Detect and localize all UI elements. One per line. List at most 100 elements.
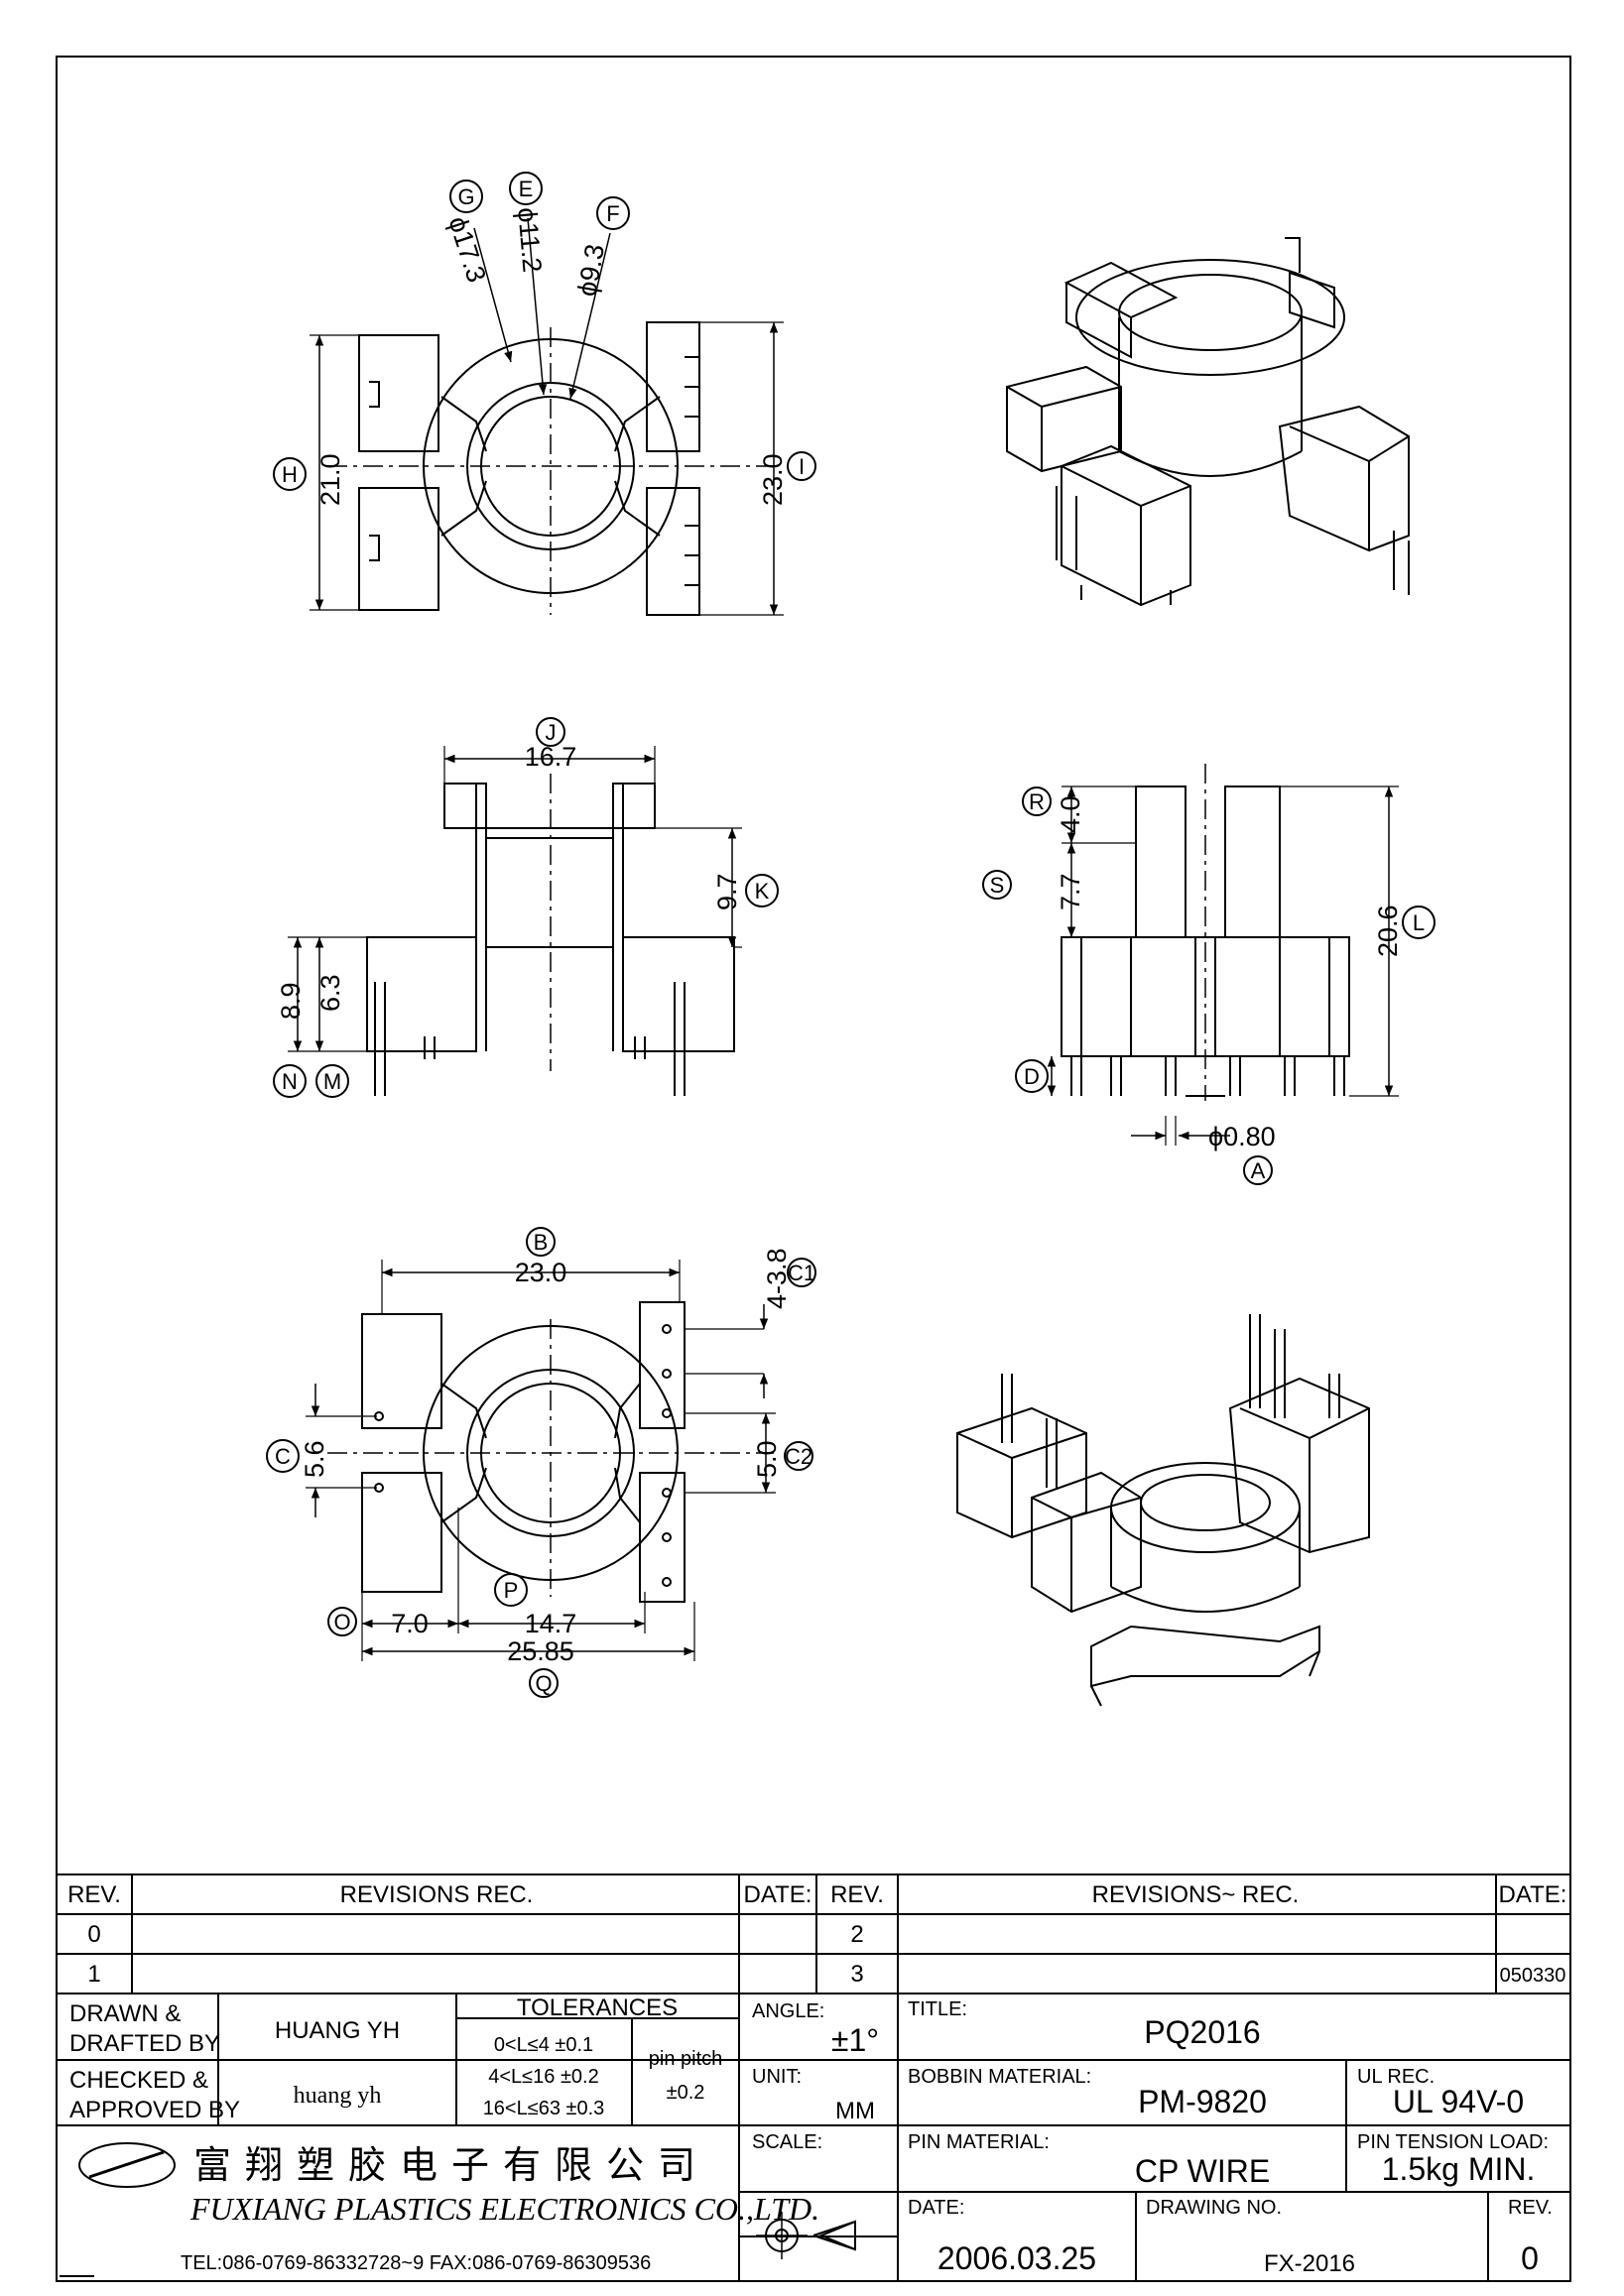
revision-date-row-3: 050330 bbox=[1500, 1965, 1566, 1987]
dim-g: ϕ17.3 bbox=[442, 213, 491, 287]
dim-q: 25.85 bbox=[507, 1636, 574, 1666]
dim-c1: 4-3.8 bbox=[762, 1248, 792, 1309]
label-s: S bbox=[990, 873, 1005, 898]
rev-label: REV. bbox=[1508, 2197, 1553, 2219]
drawn-label-line1: DRAWN & bbox=[69, 2000, 181, 2027]
company-contact: TEL:086-0769-86332728~9 FAX:086-0769-863… bbox=[181, 2252, 651, 2274]
dim-e: ϕ11.2 bbox=[512, 206, 548, 274]
dim-b: 23.0 bbox=[515, 1258, 567, 1287]
tolerance-3: 16<L≤63 ±0.3 bbox=[483, 2098, 605, 2119]
ul-rec-label: UL REC. bbox=[1357, 2066, 1435, 2088]
label-h: H bbox=[282, 462, 298, 487]
dim-n: 8.9 bbox=[276, 982, 306, 1020]
bobbin-material-label: BOBBIN MATERIAL: bbox=[908, 2066, 1091, 2088]
isometric-view-bottom bbox=[956, 1314, 1370, 1707]
label-k: K bbox=[755, 879, 770, 904]
dim-l: 20.6 bbox=[1373, 905, 1403, 957]
scale-label: SCALE: bbox=[752, 2131, 822, 2153]
pin-pitch-value: ±0.2 bbox=[667, 2082, 705, 2104]
label-q: Q bbox=[535, 1671, 552, 1696]
label-n: N bbox=[282, 1069, 298, 1094]
pin-material-value: CP WIRE bbox=[1135, 2153, 1270, 2189]
ul-rec-value: UL 94V-0 bbox=[1393, 2084, 1524, 2119]
sheet-frame bbox=[56, 56, 1571, 2282]
company-name-chinese: 富翔塑胶电子有限公司 bbox=[193, 2143, 709, 2187]
pin-material-label: PIN MATERIAL: bbox=[908, 2131, 1050, 2153]
rev-value: 0 bbox=[1521, 2240, 1539, 2276]
dim-p: 14.7 bbox=[525, 1609, 577, 1638]
bottom-view-labels: B 23.0 C1 4-3.8 C 5.6 C2 5.0 P O 7.0 14.… bbox=[275, 1230, 815, 1696]
rev-header-right: REV. bbox=[830, 1881, 884, 1908]
isometric-view-top bbox=[1006, 237, 1410, 607]
title-block bbox=[56, 1993, 1571, 2282]
pin-tension-label: PIN TENSION LOAD: bbox=[1357, 2131, 1549, 2153]
label-r: R bbox=[1029, 789, 1045, 814]
drawn-by-value: HUANG YH bbox=[275, 2017, 400, 2044]
date-header-left: DATE: bbox=[744, 1881, 812, 1908]
dim-j: 16.7 bbox=[525, 742, 577, 772]
top-view-labels: G E F H I ϕ17.3 ϕ11.2 ϕ9.3 21.0 23.0 bbox=[282, 177, 805, 506]
revisions-header-right: REVISIONS~ REC. bbox=[1092, 1881, 1300, 1908]
revision-table bbox=[56, 1873, 1571, 1994]
dim-a: ϕ0.80 bbox=[1208, 1122, 1276, 1151]
date-label: DATE: bbox=[908, 2197, 964, 2219]
dim-i: 23.0 bbox=[758, 453, 788, 506]
unit-value: MM bbox=[835, 2098, 875, 2124]
date-header-right: DATE: bbox=[1499, 1881, 1567, 1908]
pin-pitch-label: pin pitch bbox=[649, 2048, 723, 2070]
top-view bbox=[273, 172, 816, 616]
title-block-text: DRAWN & DRAFTED BY HUANG YH CHECKED & AP… bbox=[69, 1994, 1553, 2277]
rev-row-0: 0 bbox=[87, 1921, 100, 1948]
rev-row-1: 1 bbox=[87, 1961, 100, 1988]
checked-by-value: huang yh bbox=[294, 2083, 382, 2109]
dim-m: 6.3 bbox=[315, 974, 345, 1012]
drawn-label-line2: DRAFTED BY bbox=[69, 2030, 220, 2057]
drawing-number-value: FX-2016 bbox=[1264, 2250, 1355, 2277]
label-f: F bbox=[606, 201, 619, 226]
label-c: C bbox=[275, 1444, 291, 1469]
dim-h: 21.0 bbox=[315, 453, 345, 506]
side-view-labels: R 4.0 S 7.7 L 20.6 D ϕ0.80 A bbox=[990, 789, 1425, 1183]
tolerance-2: 4<L≤16 ±0.2 bbox=[488, 2066, 598, 2088]
dim-r: 4.0 bbox=[1056, 795, 1085, 833]
rev-header-left: REV. bbox=[67, 1881, 121, 1908]
angle-value: ±1° bbox=[831, 2022, 879, 2058]
rev-row-2: 2 bbox=[850, 1921, 863, 1948]
label-j: J bbox=[546, 720, 557, 745]
label-c1: C1 bbox=[788, 1261, 815, 1285]
label-p: P bbox=[504, 1578, 519, 1603]
date-value: 2006.03.25 bbox=[937, 2240, 1096, 2276]
dim-f: ϕ9.3 bbox=[571, 242, 610, 299]
label-d: D bbox=[1024, 1064, 1040, 1089]
checked-label-line2: APPROVED BY bbox=[69, 2097, 240, 2123]
label-c2: C2 bbox=[785, 1444, 812, 1469]
dim-o: 7.0 bbox=[391, 1609, 429, 1638]
pin-tension-value: 1.5kg MIN. bbox=[1382, 2151, 1536, 2187]
drawing-number-label: DRAWING NO. bbox=[1146, 2197, 1282, 2219]
side-view bbox=[982, 764, 1436, 1185]
unit-label: UNIT: bbox=[752, 2066, 802, 2088]
company-name-english: FUXIANG PLASTICS ELECTRONICS CO.,LTD. bbox=[189, 2191, 819, 2227]
dim-s: 7.7 bbox=[1056, 873, 1085, 910]
tolerances-title: TOLERANCES bbox=[517, 1994, 678, 2021]
bottom-view bbox=[266, 1227, 816, 1698]
label-l: L bbox=[1413, 910, 1425, 935]
front-view bbox=[273, 717, 779, 1098]
label-b: B bbox=[534, 1230, 549, 1255]
tolerance-1: 0<L≤4 ±0.1 bbox=[494, 2034, 593, 2056]
revision-table-text: REV. REVISIONS REC. DATE: REV. REVISIONS… bbox=[67, 1881, 1566, 1988]
label-g: G bbox=[457, 184, 474, 209]
label-a: A bbox=[1251, 1158, 1266, 1183]
label-o: O bbox=[333, 1610, 350, 1634]
company-logo bbox=[78, 2142, 176, 2188]
front-view-labels: J 16.7 K 9.7 N M 8.9 6.3 bbox=[276, 720, 770, 1094]
label-e: E bbox=[519, 177, 534, 201]
title-value: PQ2016 bbox=[1144, 2014, 1260, 2050]
dim-c2: 5.0 bbox=[752, 1440, 782, 1478]
dim-k: 9.7 bbox=[712, 873, 742, 910]
title-label: TITLE: bbox=[908, 1998, 967, 2020]
checked-label-line1: CHECKED & bbox=[69, 2067, 208, 2094]
label-i: I bbox=[799, 454, 805, 479]
rev-row-3: 3 bbox=[850, 1961, 863, 1988]
